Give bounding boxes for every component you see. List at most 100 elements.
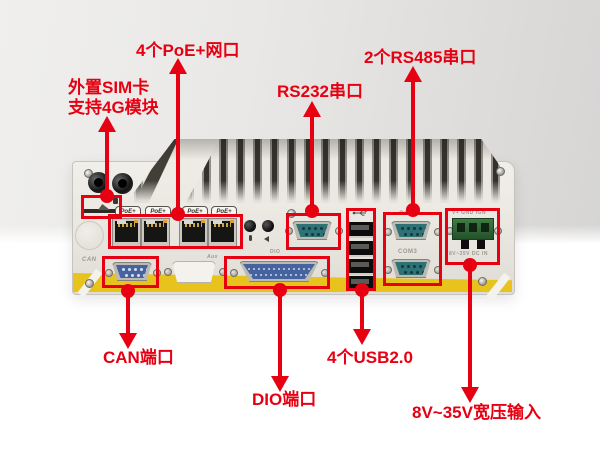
rj45-port	[141, 218, 170, 247]
terminal-hole	[481, 223, 489, 232]
antenna-hole	[75, 221, 104, 250]
dio-label: DIO端口	[252, 390, 317, 409]
rs485-label: 2个RS485串口	[364, 48, 477, 67]
db9-pins	[401, 227, 404, 230]
rs232-callout-dot	[305, 204, 319, 218]
screw	[496, 167, 505, 176]
poe-arrowhead	[169, 58, 187, 74]
rj45-opening	[144, 221, 167, 242]
poe-label: 4个PoE+网口	[136, 41, 240, 60]
can-label: CAN端口	[103, 348, 174, 367]
rj45-led	[134, 220, 138, 223]
sim-icon	[113, 198, 118, 204]
dio-callout-line	[278, 290, 282, 376]
rj45-led	[230, 220, 234, 223]
can-silkscreen: CAN	[82, 257, 97, 263]
terminal-latch	[477, 240, 485, 249]
usb-tongue	[351, 244, 369, 249]
line-out-jack	[262, 220, 274, 232]
power-pinout-silkscreen: V+ GND IGN	[452, 210, 487, 216]
rj45-sticker	[213, 220, 222, 224]
poe-label-text: PoE+	[120, 208, 136, 215]
usb-label: 4个USB2.0	[327, 348, 413, 367]
db9-face	[116, 265, 148, 278]
poe-callout-dot	[171, 207, 185, 221]
sim-arrowhead	[98, 116, 116, 132]
audio-jack	[112, 173, 133, 194]
mic-jack	[244, 220, 256, 232]
screw	[478, 277, 487, 286]
db9-pins	[302, 227, 305, 230]
db25-pins	[248, 268, 250, 270]
rj45-led	[201, 220, 205, 223]
terminal-hole	[469, 223, 477, 232]
rs232-db9-port	[292, 221, 332, 240]
power-range-silkscreen: 8V~35V DC IN	[449, 251, 488, 257]
db9-pins	[122, 268, 125, 271]
hex-nut	[285, 227, 293, 235]
power-callout-line	[468, 265, 472, 387]
rs232-highlight-box	[286, 213, 341, 250]
rj45-opening	[115, 221, 138, 242]
terminal-hole	[457, 223, 465, 232]
rs485-callout-dot	[406, 203, 420, 217]
usb-tongue	[351, 279, 369, 284]
db9-pins	[401, 265, 404, 268]
power-label: 8V~35V宽压输入	[412, 403, 541, 422]
hex-nut	[105, 269, 113, 277]
usb-port	[348, 222, 374, 238]
usb-tongue	[351, 262, 369, 267]
sim-label-line1: 外置SIM卡	[68, 78, 150, 97]
rs232-label: RS232串口	[277, 82, 363, 101]
usb-highlight-box	[346, 208, 376, 291]
db9-face	[395, 262, 427, 275]
can-highlight-box	[102, 256, 159, 288]
db25-face	[243, 264, 315, 279]
rj45-port	[179, 218, 208, 247]
usb-port	[348, 259, 374, 275]
com3-silkscreen: COM3	[398, 249, 418, 255]
poe-callout-line	[176, 74, 180, 213]
poe-label-text: PoE+	[187, 208, 203, 215]
rs232-arrowhead	[303, 101, 321, 117]
poe-label-text: PoE+	[150, 208, 166, 215]
rs485-callout-line	[411, 82, 415, 209]
rj45-port	[208, 218, 237, 247]
usb-tongue	[351, 225, 369, 230]
dio-arrowhead	[271, 376, 289, 392]
usb-port	[348, 241, 374, 257]
rj45-led	[163, 220, 167, 223]
terminal-latch	[461, 240, 469, 249]
dio-silkscreen: DIO	[270, 249, 281, 255]
sim-label-line2: 支持4G模块	[68, 98, 159, 117]
power-arrowhead	[461, 387, 479, 403]
screw	[85, 279, 94, 288]
rj45-sticker	[117, 220, 126, 224]
hex-nut	[164, 268, 172, 276]
power-highlight-box	[445, 208, 500, 265]
rj45-sticker	[184, 220, 193, 224]
can-callout-line	[126, 291, 130, 333]
rs485-highlight-box	[383, 212, 442, 286]
rj45-pins	[185, 223, 202, 227]
sim-callout-dot	[100, 189, 114, 203]
aux-silkscreen: Aux	[207, 254, 218, 260]
aux-blank-plate	[172, 261, 216, 283]
can-arrowhead	[119, 333, 137, 349]
usb-arrowhead	[353, 329, 371, 345]
sim-callout-line	[105, 132, 109, 196]
hex-nut	[230, 269, 238, 277]
sim-card-slot	[84, 209, 119, 213]
rj45-pins	[118, 223, 135, 227]
rj45-opening	[182, 221, 205, 242]
sim-label: 外置SIM卡 支持4G模块	[68, 78, 159, 118]
usb-callout-line	[360, 290, 364, 329]
rj45-opening	[211, 221, 234, 242]
db9-face	[395, 224, 427, 237]
audio-jack	[88, 172, 109, 193]
rs232-callout-line	[310, 117, 314, 211]
rj45-sticker	[146, 220, 155, 224]
dc-terminal-block	[452, 218, 494, 240]
sim-slot-ejector	[98, 204, 110, 210]
